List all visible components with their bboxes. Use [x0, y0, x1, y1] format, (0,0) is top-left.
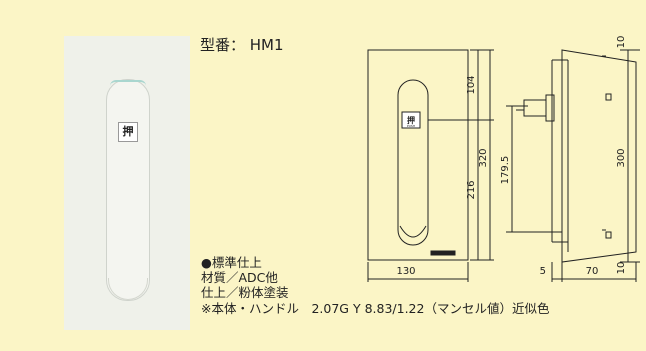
spec-material: 材質／ADC他 [201, 270, 278, 285]
dim-total-height: 320 [478, 148, 489, 167]
front-plate-outline [367, 49, 469, 261]
front-label-box [401, 111, 421, 129]
front-base-mark [430, 250, 456, 256]
spec-color: ※本体・ハンドル 2.07G Y 8.83/1.22（マンセル値）近似色 [201, 301, 550, 316]
handle-top-highlight [110, 80, 146, 86]
drawing-label-glyph: 押 [407, 115, 415, 125]
dim-side-left: 5 [540, 266, 546, 277]
spec-heading: ●標準仕上 [201, 255, 262, 270]
spec-finish: 仕上／粉体塗装 [201, 285, 289, 300]
dim-side-depth: 70 [586, 266, 599, 277]
push-label: 押 [118, 122, 138, 142]
drawing-label-push: PUSH [407, 124, 415, 128]
dim-front-width: 130 [396, 266, 415, 277]
dim-bottom-part: 216 [466, 180, 477, 199]
side-body-outline [561, 49, 637, 263]
side-lock-body [523, 99, 547, 117]
side-screw-bottom [605, 231, 612, 239]
handle-recess-photo [106, 79, 150, 301]
dim-side-top: 10 [616, 36, 627, 49]
dim-top-gap: 104 [466, 75, 477, 94]
dim-side-bottom: 10 [616, 262, 627, 275]
front-handle-outline [397, 79, 429, 246]
side-lock-plate [545, 94, 555, 122]
front-handle-grip [399, 225, 427, 238]
model-number: 型番： HM1 [200, 36, 284, 54]
dim-side-height: 300 [616, 148, 627, 167]
dim-side-offset: 179.5 [500, 156, 511, 185]
side-screw-top [605, 93, 612, 101]
